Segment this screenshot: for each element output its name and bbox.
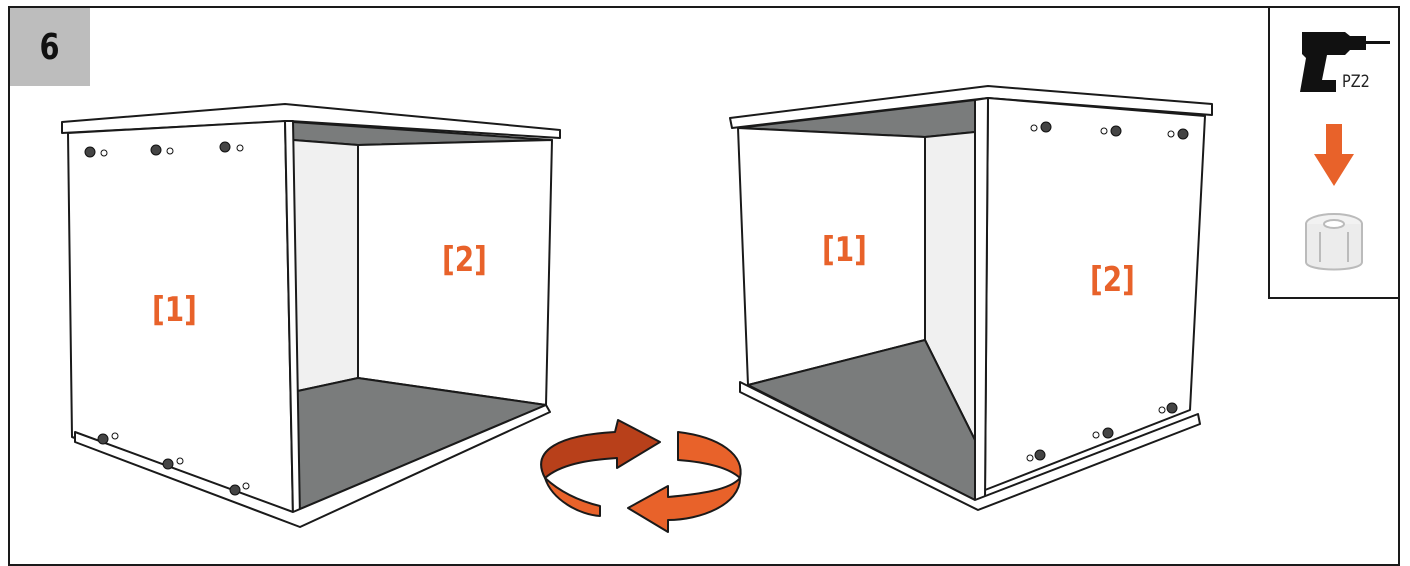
rotate-arrows-icon	[540, 419, 742, 533]
step-number-box: 6	[10, 8, 90, 86]
right-bottom-slab	[739, 381, 1201, 511]
left-cabinet	[61, 103, 561, 528]
left-top-panel	[61, 103, 561, 139]
assembly-illustration	[61, 32, 1390, 533]
right-top-panel	[729, 85, 1213, 129]
right-back-part-label: [1]	[822, 230, 867, 270]
left-bottom-slab	[74, 404, 551, 528]
left-cam-fittings	[84, 141, 250, 496]
right-front-edge	[974, 97, 989, 501]
right-cam-fittings	[1026, 121, 1189, 462]
tool-panel	[1268, 6, 1400, 299]
left-back-part-label: [2]	[442, 240, 487, 280]
right-side-part-label: [2]	[1090, 260, 1135, 300]
step-number: 6	[39, 26, 61, 68]
screwdriver-bit-label: PZ2	[1342, 72, 1370, 92]
right-cabinet	[729, 85, 1213, 511]
left-inner-wall	[292, 139, 359, 393]
left-side-part-label: [1]	[152, 290, 197, 330]
